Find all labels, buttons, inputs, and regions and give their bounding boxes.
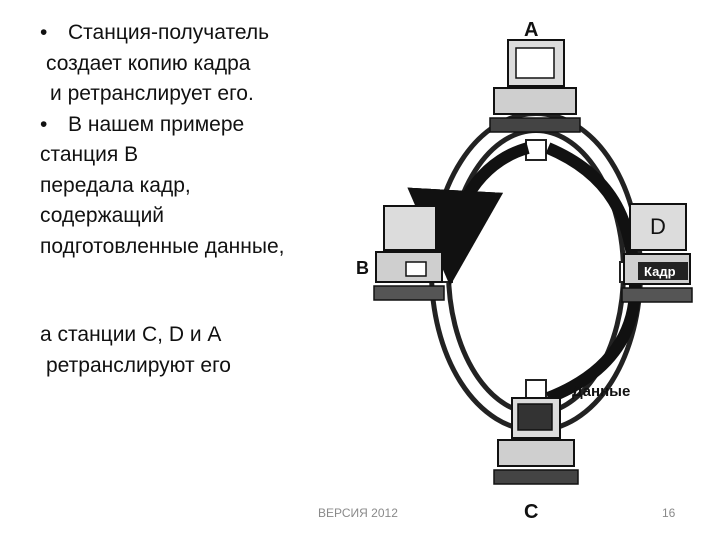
station-d — [621, 203, 693, 303]
station-d-label: D — [650, 214, 666, 239]
connector-a — [525, 139, 547, 161]
bullet2-line3: передала кадр, — [40, 173, 191, 197]
system-unit-icon — [497, 439, 575, 467]
screen-icon — [517, 403, 553, 431]
keyboard-icon — [493, 469, 579, 485]
bullet1-line2: создает копию кадра — [46, 51, 251, 75]
bullet1-line3: и ретранслирует его. — [50, 82, 254, 105]
bullet-glyph: • — [40, 112, 48, 136]
bullet-glyph: • — [40, 21, 48, 44]
bullet2-line4: содержащий — [40, 204, 165, 227]
bullet-line: • Станция-получатель — [40, 18, 340, 49]
bullet2-line5: подготовленные данные, — [40, 234, 285, 258]
data-label: Данные — [572, 383, 630, 400]
bullet2-line1: В нашем примере — [68, 112, 245, 136]
keyboard-icon — [489, 117, 581, 133]
slide-text: •Станция-получатель создает копию кадра … — [40, 18, 340, 381]
station-c-label: C — [524, 501, 538, 523]
tail-line2: ретранслируют его — [46, 353, 231, 377]
bullet-line: • В нашем примере — [40, 110, 340, 141]
monitor-icon — [629, 203, 687, 251]
frame-label-box — [638, 262, 688, 280]
ring-cable-inner — [434, 116, 638, 428]
frame-path-left — [407, 142, 530, 286]
system-unit-icon — [493, 87, 577, 115]
station-a-label: A — [524, 19, 538, 41]
station-a — [489, 39, 581, 133]
bullet1-line1: Станция-получатель — [68, 21, 270, 44]
station-b — [373, 205, 445, 301]
keyboard-icon — [373, 285, 445, 301]
monitor-icon — [383, 205, 437, 251]
screen-icon — [515, 47, 555, 79]
version-footer: ВЕРСИЯ 2012 — [318, 506, 398, 520]
page-number: 16 — [662, 506, 676, 520]
frame-label: Кадр — [644, 264, 676, 279]
tail-line1: а станции C, D и A — [40, 323, 222, 346]
frame-icon — [405, 261, 427, 277]
keyboard-icon — [621, 287, 693, 303]
station-c — [493, 397, 579, 485]
station-b-label: B — [356, 258, 369, 278]
bullet2-line2: станция В — [40, 143, 139, 166]
